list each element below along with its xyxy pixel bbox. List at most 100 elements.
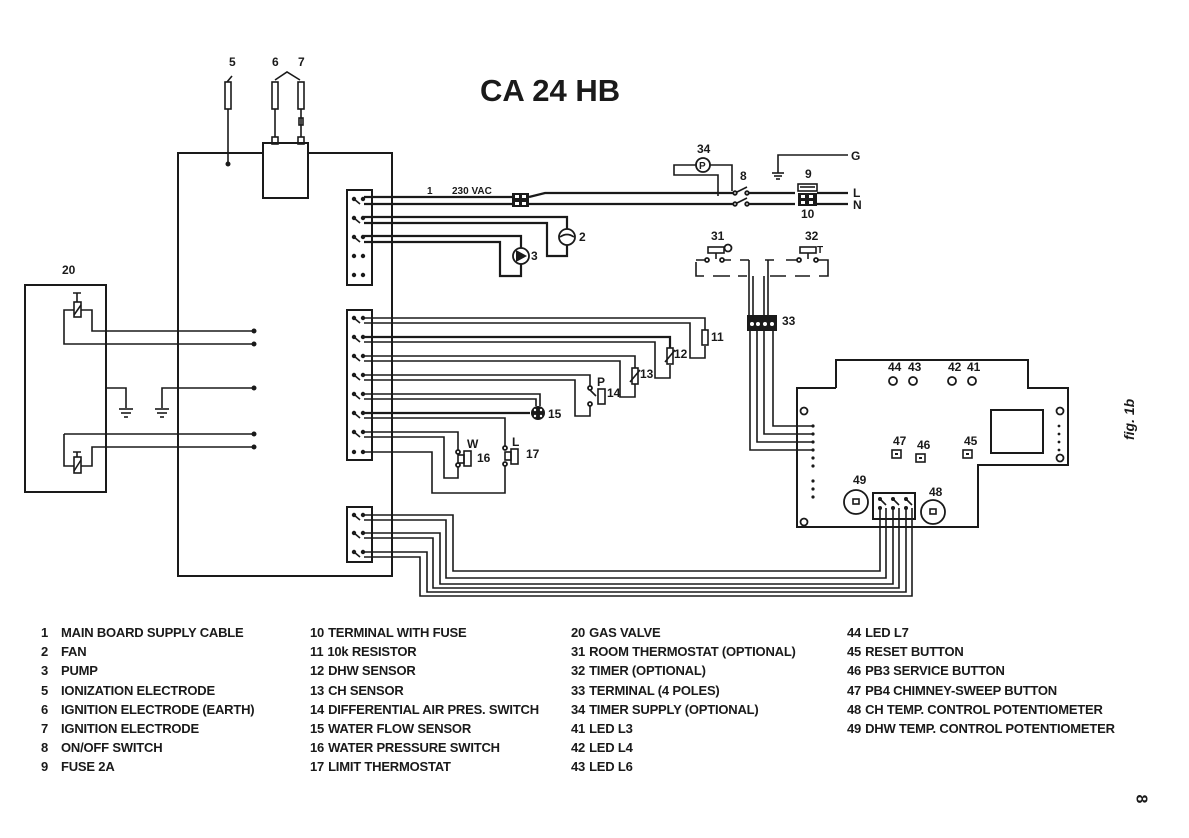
limit-symbol: L [512, 435, 519, 449]
on-off-switch-label: 8 [740, 169, 747, 183]
pump-label: 3 [531, 249, 538, 263]
legend-number: 31 [571, 644, 586, 660]
pcb-connector-link [879, 498, 887, 506]
dhw-pot-label: 49 [853, 473, 867, 487]
legend-label: WATER PRESSURE SWITCH [328, 740, 500, 756]
legend-number: 13 [310, 682, 325, 698]
legend-number: 6 [41, 701, 49, 717]
connector-pin [351, 449, 357, 455]
air-pres-symbol: P [597, 375, 605, 389]
led-l3: 41 [967, 360, 981, 386]
legend-number: 44 [847, 625, 862, 640]
earth-symbol [772, 172, 784, 180]
led-l3-label: 41 [967, 360, 981, 374]
dhw-sensor: 12 [364, 335, 688, 379]
pcb-pin [811, 479, 815, 483]
ch-sensor: 13 [364, 355, 654, 398]
legend-label: DHW TEMP. CONTROL POTENTIOMETER [865, 720, 1115, 736]
supply-voltage-label: 230 VAC [452, 186, 492, 197]
timer-supply: 34 P [673, 142, 733, 196]
connector-pin [351, 253, 357, 259]
resistor-10k: 11 [364, 317, 724, 359]
legend-label: CH TEMP. CONTROL POTENTIOMETER [865, 701, 1103, 717]
pcb-pin [811, 424, 815, 428]
electrode-5-label: 5 [229, 55, 236, 69]
connector-pin [360, 372, 366, 378]
legend-label: FAN [61, 644, 87, 660]
electrode-6-label: 6 [272, 55, 279, 69]
legend-label: GAS VALVE [589, 625, 661, 640]
legend-number: 14 [310, 701, 325, 717]
limit-thermostat-label: 17 [526, 447, 540, 461]
main-board [177, 142, 393, 577]
pcb-pin [811, 456, 815, 460]
connector-link [353, 532, 361, 539]
legend-number: 43 [571, 759, 586, 775]
connector-link [353, 317, 361, 324]
air-pres-switch-label: 14 [607, 386, 621, 400]
legend-label: PB4 CHIMNEY-SWEEP BUTTON [865, 682, 1057, 698]
chimney-sweep-label: 47 [893, 434, 907, 448]
legend-number: 3 [41, 663, 49, 679]
legend-number: 42 [571, 740, 586, 756]
pcb-connector-pin [904, 506, 908, 510]
service-button-label: 46 [917, 438, 931, 452]
legend-number: 46 [847, 663, 862, 679]
pcb-pin [811, 432, 815, 436]
ch-sensor-label: 13 [640, 367, 654, 381]
legend-number: 41 [571, 720, 586, 736]
supply-cable-number: 1 [427, 186, 433, 197]
gas-valve: 20 [24, 263, 257, 493]
legend-label: LED L4 [589, 740, 633, 756]
legend-label: DIFFERENTIAL AIR PRES. SWITCH [328, 701, 539, 717]
pcb-pin [811, 464, 815, 468]
on-off-switch: 8 [732, 169, 795, 207]
led-l6: 43 [908, 360, 922, 386]
pcb-connector-pin [878, 506, 882, 510]
legend-label: TIMER (OPTIONAL) [589, 663, 706, 679]
terminal-with-fuse-label: 10 [801, 207, 815, 221]
mains-terminals: G 9 10 L N [772, 149, 862, 221]
chimney-sweep-button: 47 [891, 434, 907, 459]
electrode-7: 7 [274, 55, 305, 145]
led-l7: 44 [888, 360, 902, 386]
legend-label: LED L3 [589, 720, 633, 736]
page-number: 8 [1132, 794, 1150, 804]
dhw-sensor-label: 12 [674, 347, 688, 361]
connector-block-pcb [346, 506, 913, 597]
led-l4-label: 42 [948, 360, 962, 374]
timer-symbol: T [817, 245, 823, 256]
diagram-title: CA 24 HB [480, 73, 620, 108]
legend-number: 10 [310, 625, 325, 640]
terminal-with-fuse [798, 193, 817, 206]
pcb-pin [811, 487, 815, 491]
led-l6-label: 43 [908, 360, 922, 374]
pcb-pin [811, 495, 815, 499]
reset-button-label: 45 [964, 434, 978, 448]
legend-label: LIMIT THERMOSTAT [328, 759, 451, 775]
legend-label: LED L6 [589, 759, 633, 775]
resistor-label: 11 [711, 330, 724, 344]
pcb-pin [811, 448, 815, 452]
connector-link [353, 217, 361, 224]
ch-pot-label: 48 [929, 485, 943, 499]
legend-label: FUSE 2A [61, 759, 115, 775]
legend-label: TERMINAL (4 POLES) [589, 682, 720, 698]
legend-number: 34 [571, 701, 586, 717]
terminal-g-label: G [851, 149, 860, 163]
pcb-connector-pin [891, 506, 895, 510]
